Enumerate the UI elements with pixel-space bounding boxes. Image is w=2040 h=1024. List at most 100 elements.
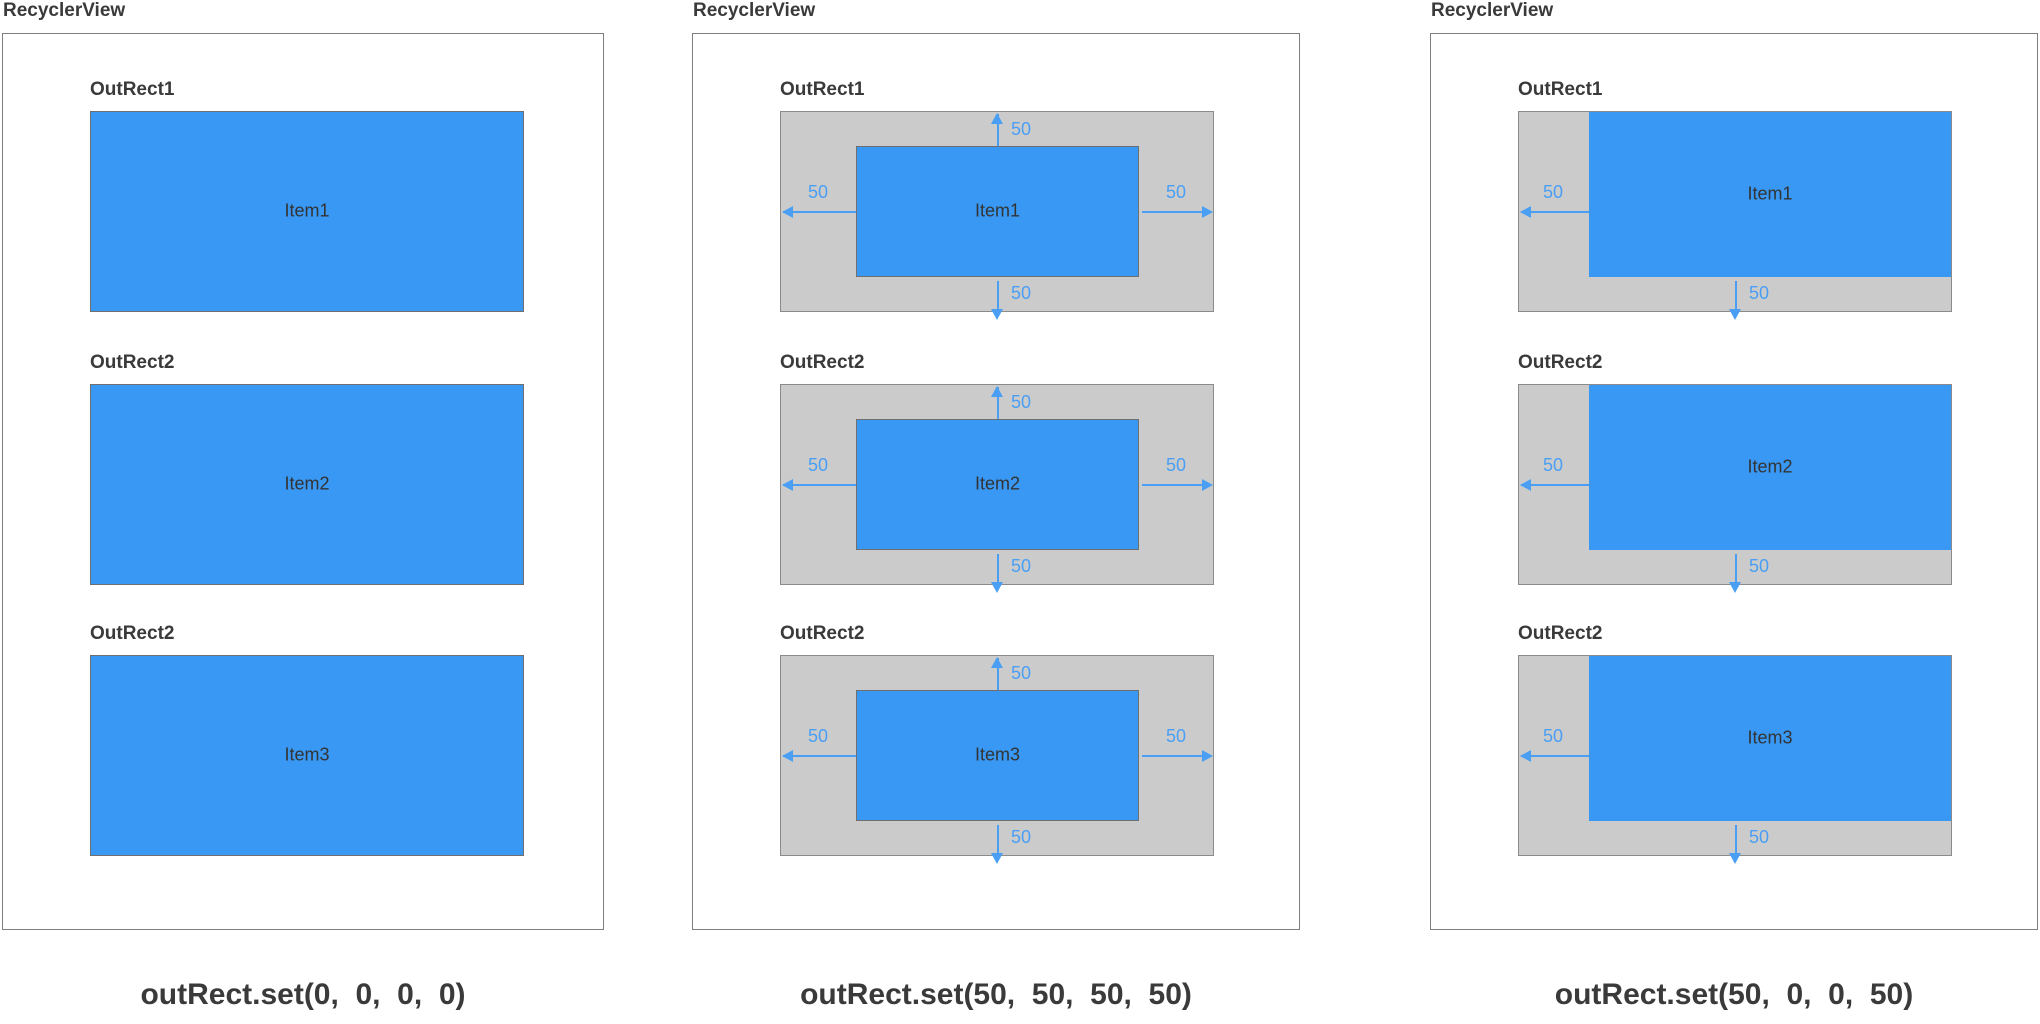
outrect-label: OutRect1 — [780, 79, 865, 100]
bottom-arrowhead-icon — [1729, 853, 1741, 864]
bottom-offset-value: 50 — [1011, 556, 1032, 576]
bottom-offset-arrow — [1735, 554, 1737, 584]
bottom-offset-value: 50 — [1749, 556, 1770, 576]
outrect-label: OutRect2 — [90, 352, 175, 373]
item-view-rect: Item2 — [856, 419, 1139, 550]
right-offset-arrow — [1142, 211, 1204, 213]
left-arrowhead-icon — [782, 750, 793, 762]
bottom-offset-arrow — [1735, 825, 1737, 855]
recyclerview-title: RecyclerView — [3, 0, 126, 21]
outrect-set-caption: outRect.set(50, 50, 50, 50) — [800, 978, 1192, 1011]
left-offset-arrow — [783, 484, 856, 486]
item-name: Item1 — [974, 199, 1021, 220]
left-offset-value: 50 — [1543, 726, 1564, 746]
item-name: Item2 — [284, 472, 330, 493]
top-offset-value: 50 — [1011, 663, 1032, 683]
left-offset-value: 50 — [808, 182, 829, 202]
top-offset-arrow — [997, 387, 999, 419]
outrect-set-caption: outRect.set(50, 0, 0, 50) — [1554, 978, 1914, 1011]
top-offset-arrow — [997, 658, 999, 690]
item-view-rect: Item1 — [1589, 112, 1951, 277]
top-offset-value: 50 — [1011, 119, 1032, 139]
item-name: Item1 — [1747, 182, 1793, 203]
top-offset-value: 50 — [1011, 392, 1032, 412]
bottom-offset-value: 50 — [1749, 283, 1770, 303]
item-name: Item3 — [974, 743, 1021, 764]
left-offset-value: 50 — [808, 455, 829, 475]
item-name: Item2 — [974, 472, 1021, 493]
top-arrowhead-icon — [991, 386, 1003, 397]
left-arrowhead-icon — [1520, 479, 1531, 491]
bottom-arrowhead-icon — [1729, 582, 1741, 593]
top-offset-arrow — [997, 114, 999, 146]
left-arrowhead-icon — [1520, 206, 1531, 218]
outrect-label: OutRect2 — [90, 623, 175, 644]
item-view-rect: Item3 — [1589, 656, 1951, 821]
bottom-offset-arrow — [997, 554, 999, 584]
outrect-label: OutRect2 — [1518, 623, 1603, 644]
decoration-area-rect: Item2 50 50 50 50 — [780, 384, 1214, 593]
outrect-label: OutRect1 — [90, 79, 175, 100]
left-offset-value: 50 — [1543, 455, 1564, 475]
item-view-rect: Item2 — [90, 384, 524, 585]
bottom-offset-value: 50 — [1011, 827, 1032, 847]
bottom-arrowhead-icon — [991, 853, 1003, 864]
outrect-label: OutRect2 — [780, 352, 865, 373]
item-name: Item3 — [284, 743, 330, 764]
item-view-rect: Item1 — [856, 146, 1139, 277]
bottom-arrowhead-icon — [1729, 309, 1741, 320]
left-offset-value: 50 — [808, 726, 829, 746]
item-view-rect: Item3 — [90, 655, 524, 856]
decoration-area-rect: Item1 50 50 50 50 — [780, 111, 1214, 320]
right-offset-value: 50 — [1166, 455, 1187, 475]
right-arrowhead-icon — [1202, 750, 1213, 762]
right-offset-arrow — [1142, 755, 1204, 757]
bottom-arrowhead-icon — [991, 582, 1003, 593]
bottom-arrowhead-icon — [991, 309, 1003, 320]
outrect-set-caption: outRect.set(0, 0, 0, 0) — [140, 978, 466, 1011]
left-offset-arrow — [1521, 211, 1589, 213]
left-arrowhead-icon — [782, 479, 793, 491]
outrect-label: OutRect2 — [780, 623, 865, 644]
bottom-offset-arrow — [1735, 281, 1737, 311]
top-arrowhead-icon — [991, 113, 1003, 124]
bottom-offset-arrow — [997, 825, 999, 855]
outrect-label: OutRect2 — [1518, 352, 1603, 373]
right-offset-value: 50 — [1166, 182, 1187, 202]
right-arrowhead-icon — [1202, 206, 1213, 218]
item-view-rect: Item1 — [90, 111, 524, 312]
recyclerview-title: RecyclerView — [1431, 0, 1554, 21]
bottom-offset-value: 50 — [1749, 827, 1770, 847]
left-arrowhead-icon — [1520, 750, 1531, 762]
right-arrowhead-icon — [1202, 479, 1213, 491]
left-offset-arrow — [783, 211, 856, 213]
right-offset-arrow — [1142, 484, 1204, 486]
item-name: Item1 — [284, 199, 330, 220]
outrect-label: OutRect1 — [1518, 79, 1603, 100]
left-arrowhead-icon — [782, 206, 793, 218]
left-offset-value: 50 — [1543, 182, 1564, 202]
item-name: Item2 — [1747, 455, 1793, 476]
item-view-rect: Item2 — [1589, 385, 1951, 550]
left-offset-arrow — [1521, 755, 1589, 757]
decoration-area-rect: Item1 50 50 — [1518, 111, 1952, 320]
bottom-offset-value: 50 — [1011, 283, 1032, 303]
item-name: Item3 — [1747, 726, 1793, 747]
decoration-area-rect: Item3 50 50 — [1518, 655, 1952, 864]
top-arrowhead-icon — [991, 657, 1003, 668]
item-view-rect: Item3 — [856, 690, 1139, 821]
left-offset-arrow — [1521, 484, 1589, 486]
